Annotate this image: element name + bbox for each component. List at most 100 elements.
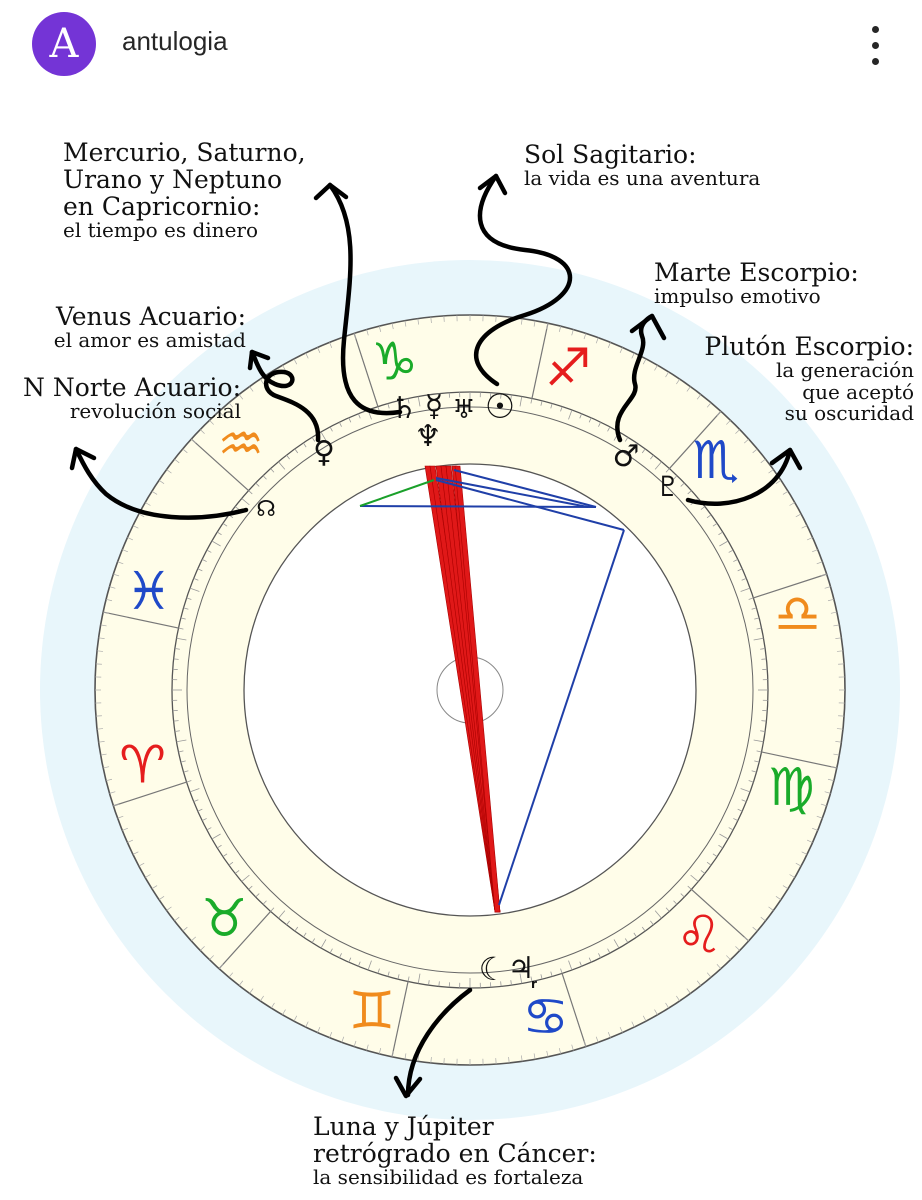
degree-tick (588, 957, 592, 963)
outer-degree-tick (109, 791, 116, 794)
planet-saturn-icon: ♄ (391, 391, 418, 426)
degree-tick (178, 627, 184, 630)
outer-degree-tick (665, 1002, 670, 1009)
sign-leo-icon: ♌ (676, 906, 723, 966)
sign-divider (761, 751, 837, 769)
degree-tick (728, 827, 734, 831)
annotation-sol-subtitle: la vida es una aventura (524, 166, 761, 190)
degree-tick (754, 617, 760, 620)
sign-gemini-icon: ♊ (348, 981, 395, 1041)
outer-degree-tick (138, 862, 145, 867)
outer-degree-tick (768, 906, 774, 911)
degree-tick (687, 490, 692, 495)
degree-tick (348, 417, 352, 423)
degree-tick (428, 394, 430, 400)
outer-degree-tick (174, 458, 180, 464)
arrow-venus-head (247, 349, 271, 371)
outer-degree-tick (238, 394, 244, 400)
aspect-line-blue (435, 479, 625, 531)
degree-tick (748, 597, 754, 600)
degree-tick (510, 980, 512, 986)
username[interactable]: antulogia (122, 26, 228, 56)
degree-tick (728, 549, 734, 553)
degree-tick (206, 549, 212, 553)
degree-tick (217, 844, 222, 849)
degree-tick (211, 540, 221, 547)
degree-tick (180, 617, 186, 620)
outer-degree-tick (282, 365, 286, 371)
outer-degree-tick (795, 513, 802, 518)
avatar[interactable]: A (32, 12, 96, 76)
outer-degree-tick (391, 323, 394, 330)
degree-tick (700, 506, 706, 510)
degree-tick (294, 926, 299, 932)
sign-cancer-icon: ♋ (522, 987, 569, 1047)
degree-tick (248, 885, 253, 890)
planet-mercury-icon: ☿ (425, 389, 443, 424)
arrow-nodo-head (69, 446, 97, 471)
outer-degree-tick (836, 650, 843, 652)
outer-degree-tick (353, 1040, 357, 1047)
degree-tick (286, 920, 290, 926)
outer-degree-tick (760, 458, 766, 464)
degree-tick (417, 396, 421, 407)
degree-tick (176, 739, 187, 743)
degree-tick (387, 971, 390, 977)
outer-degree-tick (404, 320, 407, 327)
outer-degree-tick (305, 1021, 309, 1028)
outer-degree-tick (238, 980, 244, 986)
outer-degree-tick (607, 342, 611, 349)
outer-degree-tick (696, 980, 702, 986)
degree-tick (201, 559, 207, 562)
sign-pisces-icon: ♓ (125, 562, 172, 622)
outer-degree-tick (571, 1044, 574, 1051)
avatar-letter: A (49, 21, 79, 67)
degree-tick (733, 559, 739, 562)
degree-tick (650, 454, 654, 460)
degree-tick (624, 938, 629, 943)
planet-mars-icon: ♂ (613, 439, 640, 474)
degree-tick (673, 475, 678, 480)
degree-tick (320, 939, 327, 949)
degree-tick (329, 426, 333, 432)
degree-tick (234, 870, 240, 874)
outer-degree-tick (789, 502, 795, 506)
degree-tick (174, 648, 180, 650)
degree-tick (173, 658, 179, 660)
degree-tick (270, 468, 275, 473)
outer-degree-tick (109, 586, 116, 589)
outer-degree-tick (735, 946, 740, 951)
outer-degree-tick (521, 1055, 523, 1062)
degree-tick (417, 973, 421, 984)
sign-aries-icon: ♈ (119, 736, 166, 796)
sign-divider (753, 573, 827, 599)
outer-degree-tick (827, 778, 834, 782)
outer-degree-tick (743, 438, 749, 444)
degree-tick (377, 968, 380, 974)
degree-tick (613, 939, 620, 949)
outer-degree-tick (820, 803, 827, 807)
outer-degree-tick (676, 995, 680, 1002)
sign-divider (391, 981, 409, 1057)
aspect-line-red (454, 465, 501, 913)
degree-tick (568, 409, 573, 420)
annotation-mercurio-line-3: en Capricornio: (63, 192, 261, 221)
degree-tick (222, 853, 228, 857)
outer-degree-tick (775, 896, 782, 900)
outer-degree-tick (833, 624, 840, 627)
degree-tick (540, 974, 543, 980)
outer-degree-tick (145, 874, 151, 878)
ticks-ring (186, 406, 754, 974)
degree-tick (687, 885, 692, 890)
degree-tick (751, 770, 757, 773)
more-options-icon[interactable] (858, 24, 894, 68)
sign-divider (531, 323, 549, 399)
outer-degree-tick (145, 502, 151, 506)
outer-degree-tick (366, 1044, 369, 1051)
annotation-pluton-line-2: que aceptó (802, 379, 914, 404)
annotation-nodo-subtitle: revolución social (69, 399, 241, 423)
planet-moon-icon: ☾ (479, 950, 508, 988)
planet-jupiter-icon: ♃ (508, 951, 535, 986)
aspect-line-blue (498, 529, 625, 906)
